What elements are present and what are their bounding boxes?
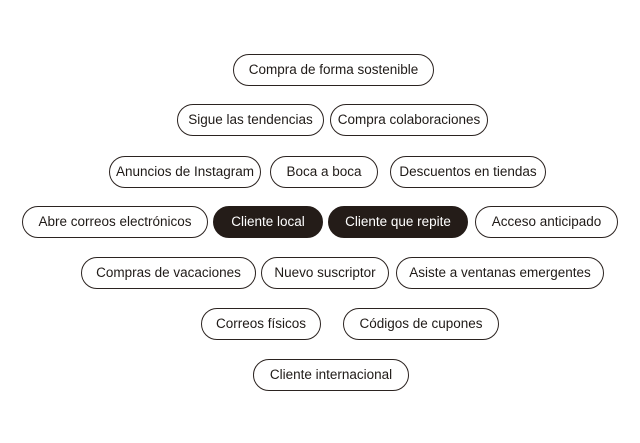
tag-compras-de-vacaciones[interactable]: Compras de vacaciones xyxy=(81,257,256,289)
tag-acceso-anticipado[interactable]: Acceso anticipado xyxy=(475,206,618,238)
tag-boca-a-boca[interactable]: Boca a boca xyxy=(270,156,378,188)
tag-abre-correos-electronicos[interactable]: Abre correos electrónicos xyxy=(22,206,208,238)
tag-row-2: Sigue las tendencias Compra colaboracion… xyxy=(0,104,640,138)
tag-compra-de-forma-sostenible[interactable]: Compra de forma sostenible xyxy=(233,54,434,86)
tag-cliente-local[interactable]: Cliente local xyxy=(213,206,323,238)
tag-row-1: Compra de forma sostenible xyxy=(0,54,640,88)
tag-row-4: Abre correos electrónicos Cliente local … xyxy=(0,206,640,240)
tag-row-3: Anuncios de Instagram Boca a boca Descue… xyxy=(0,156,640,190)
tag-nuevo-suscriptor[interactable]: Nuevo suscriptor xyxy=(261,257,389,289)
tag-cliente-que-repite[interactable]: Cliente que repite xyxy=(328,206,468,238)
tag-correos-fisicos[interactable]: Correos físicos xyxy=(201,308,321,340)
tag-cliente-internacional[interactable]: Cliente internacional xyxy=(253,359,409,391)
tag-descuentos-en-tiendas[interactable]: Descuentos en tiendas xyxy=(390,156,546,188)
tag-codigos-de-cupones[interactable]: Códigos de cupones xyxy=(343,308,499,340)
tag-compra-colaboraciones[interactable]: Compra colaboraciones xyxy=(330,104,488,136)
tag-row-7: Cliente internacional xyxy=(0,359,640,393)
tag-sigue-las-tendencias[interactable]: Sigue las tendencias xyxy=(177,104,324,136)
tag-anuncios-de-instagram[interactable]: Anuncios de Instagram xyxy=(109,156,261,188)
tag-row-5: Compras de vacaciones Nuevo suscriptor A… xyxy=(0,257,640,291)
tag-row-6: Correos físicos Códigos de cupones xyxy=(0,308,640,342)
tag-asiste-a-ventanas-emergentes[interactable]: Asiste a ventanas emergentes xyxy=(396,257,604,289)
